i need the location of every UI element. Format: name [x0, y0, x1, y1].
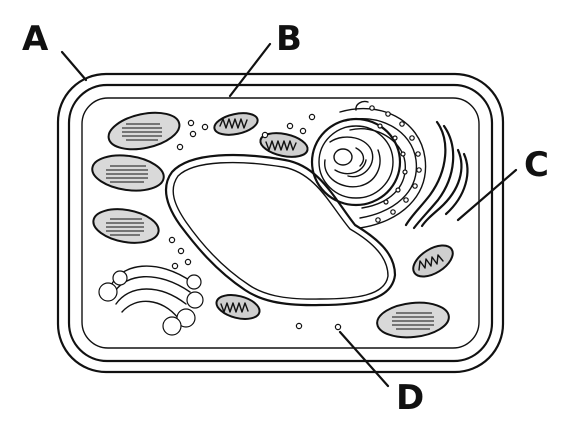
mitochondrion-4: [215, 294, 261, 320]
nucleolus: [333, 148, 353, 166]
chloroplast-4: [376, 301, 450, 339]
label-d: D: [396, 378, 424, 418]
leader-line-d: [338, 330, 390, 388]
chloroplast-2: [91, 154, 165, 192]
vesicle-cluster: [98, 265, 204, 336]
golgi-apparatus: [404, 120, 469, 230]
label-c: C: [524, 145, 549, 185]
small-vesicles: [168, 113, 342, 331]
chloroplast-1: [107, 111, 181, 151]
leader-line-c: [456, 168, 518, 222]
cell-wall: [56, 72, 505, 374]
mitochondrion-3: [412, 244, 454, 278]
mitochondrion-1: [213, 112, 259, 136]
leader-line-b: [228, 42, 272, 98]
label-b: B: [276, 19, 302, 59]
vacuole-membrane-inner: [172, 161, 389, 300]
mitochondrion-2: [259, 132, 309, 158]
leader-line-a: [60, 50, 88, 82]
cytoplasm-boundary: [81, 97, 480, 349]
central-vacuole: [164, 153, 397, 307]
chloroplast-3: [92, 208, 160, 244]
endoplasmic-reticulum: [339, 100, 427, 229]
nucleus: [310, 117, 402, 207]
label-a: A: [22, 19, 49, 59]
cell-membrane: [67, 83, 494, 363]
